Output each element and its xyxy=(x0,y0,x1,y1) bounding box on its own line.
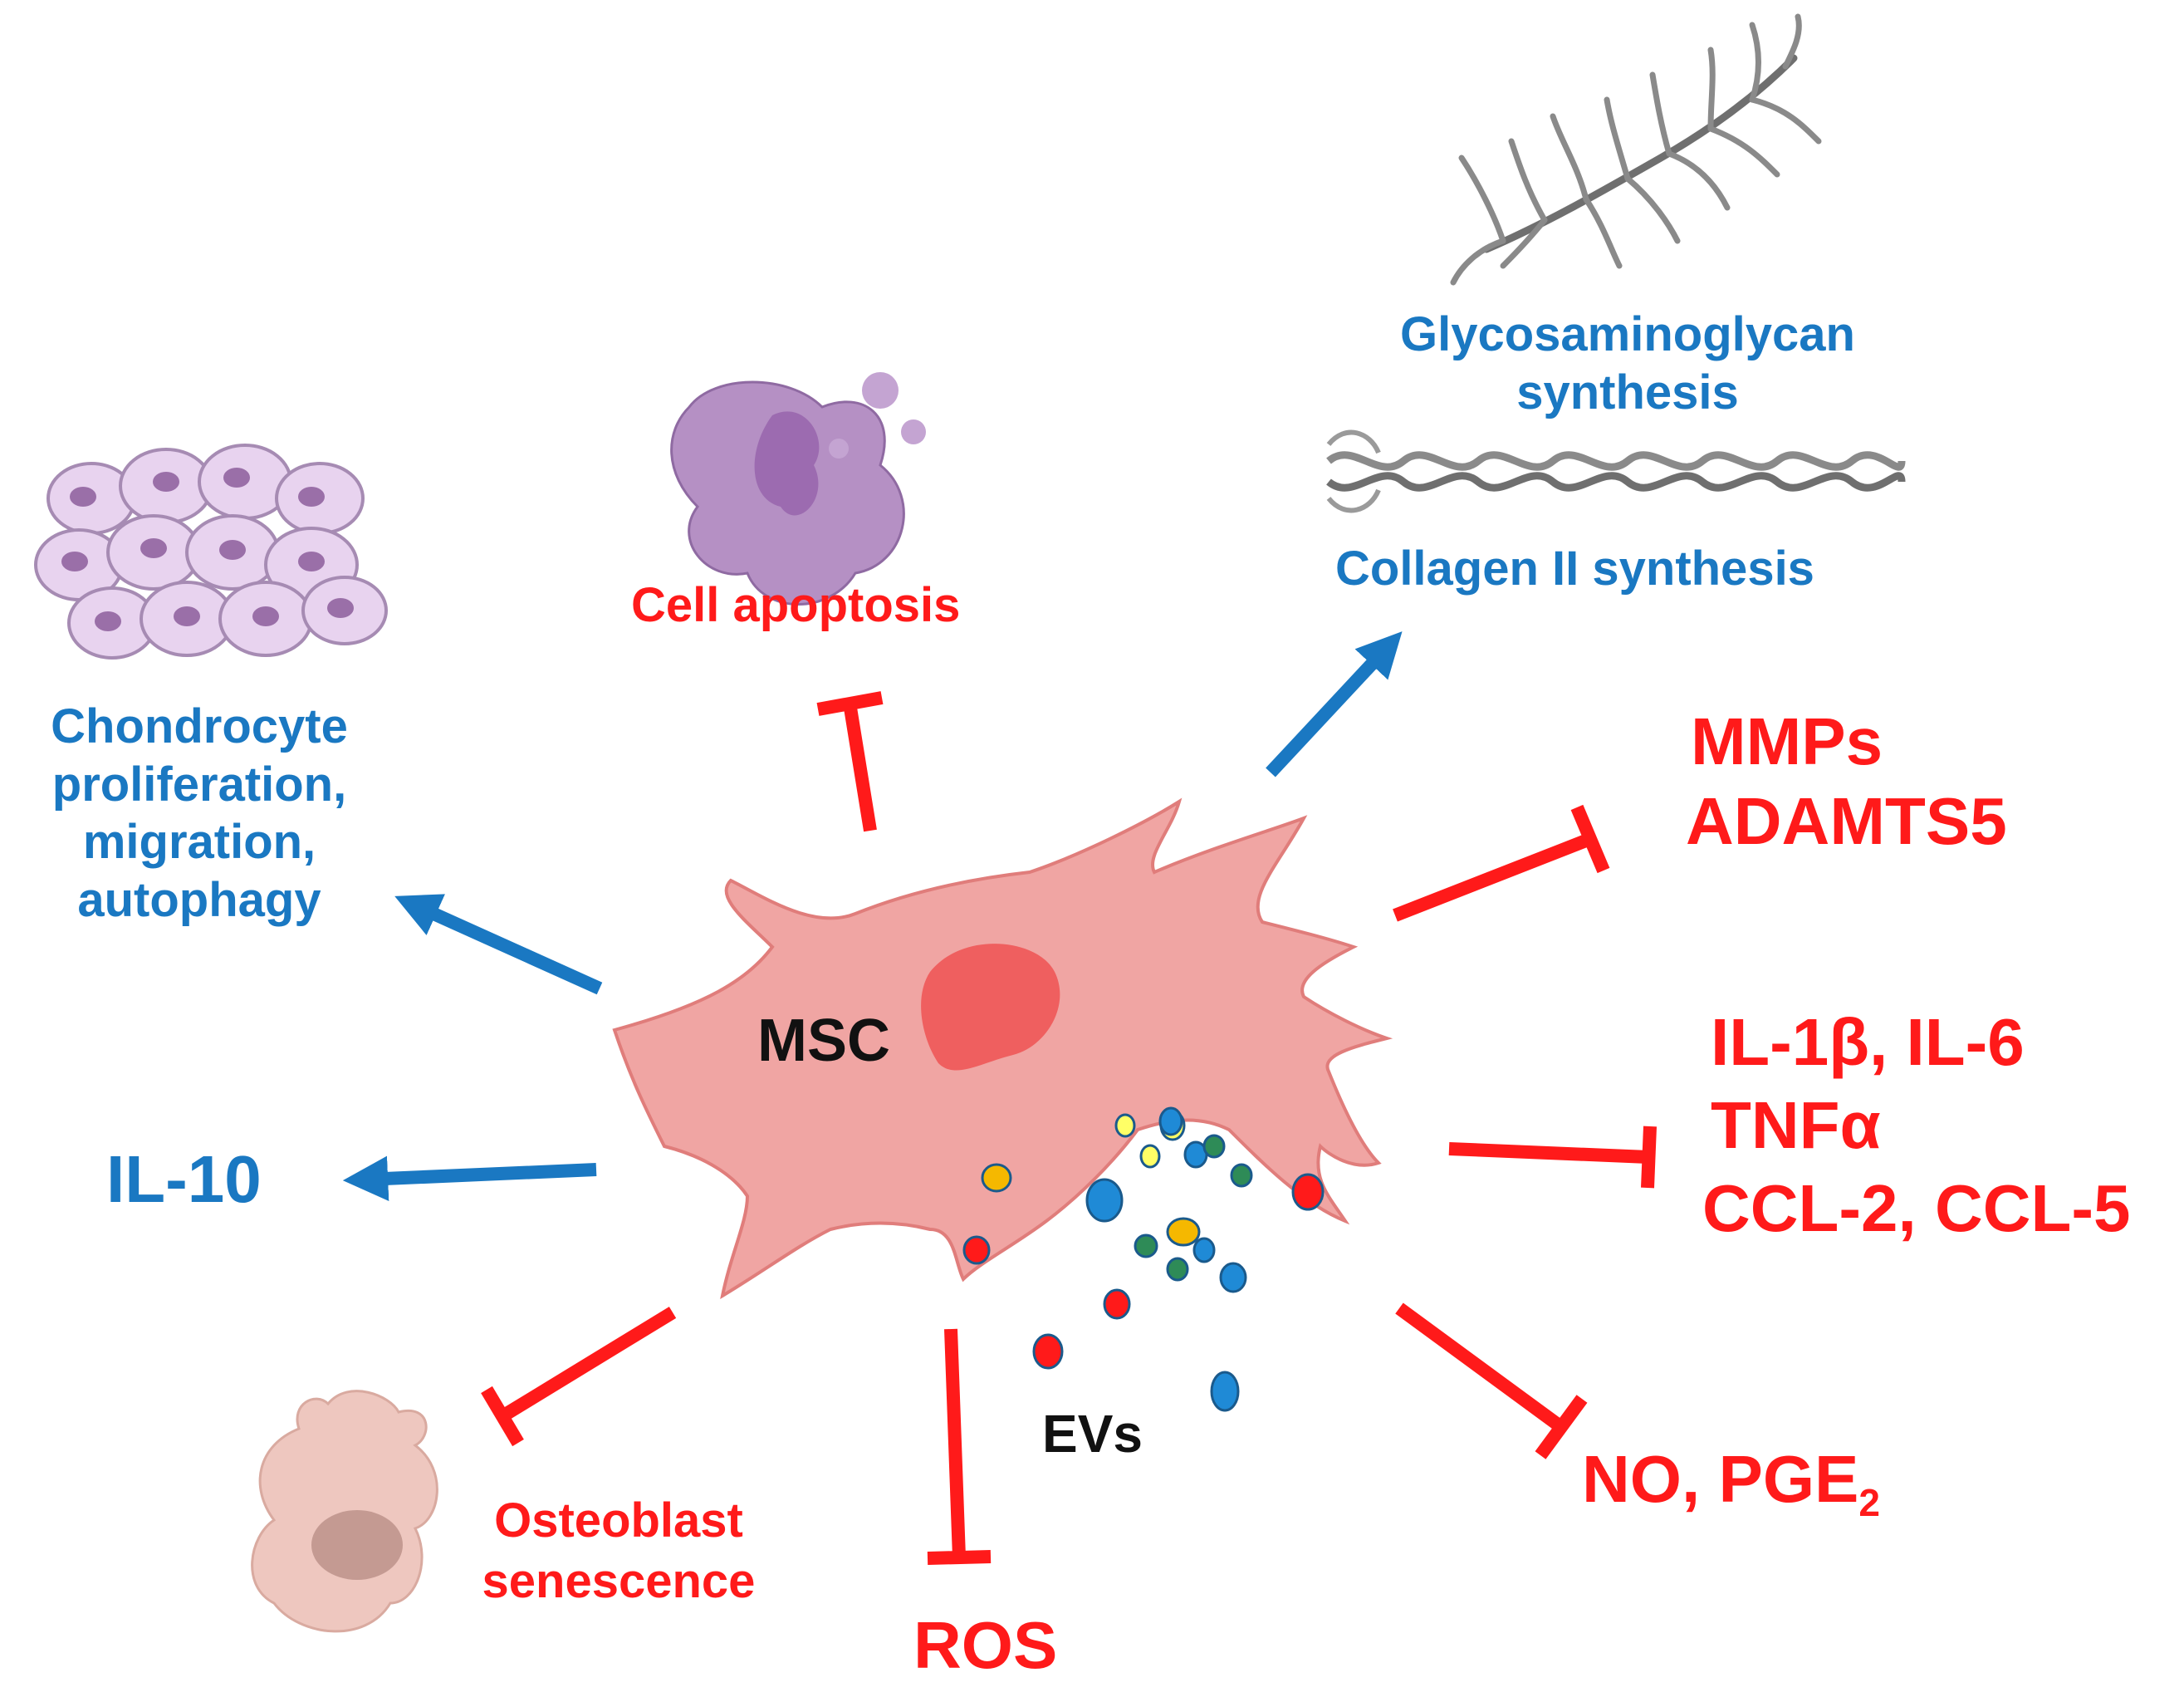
chondrocyte-effect-label: Chondrocyte proliferation, migration, au… xyxy=(0,698,399,929)
evs-label: EVs xyxy=(1042,1404,1143,1464)
no-pge-label: NO, PGE2 xyxy=(1582,1441,1880,1525)
chondrocyte-cluster-icon xyxy=(34,444,388,660)
inhibit-lines xyxy=(481,691,1657,1565)
mmps-label: MMPs ADAMTS5 xyxy=(1686,702,2007,861)
il10-label: IL-10 xyxy=(106,1142,262,1216)
evs-vesicles-icon xyxy=(962,1106,1325,1412)
gag-line-1: Glycosaminoglycan xyxy=(1400,307,1855,361)
inhibit-apoptosis xyxy=(816,691,884,832)
osteoblast-label: Osteoblast senescence xyxy=(453,1491,785,1611)
cytokines-line-3: CCL-2, CCL-5 xyxy=(1702,1171,2131,1245)
arrow-to-matrix-synthesis xyxy=(1266,631,1403,777)
mmps-line-1: MMPs xyxy=(1691,704,1883,778)
msc-label: MSC xyxy=(757,1008,890,1074)
cytokines-line-2: TNFα xyxy=(1711,1088,1881,1162)
inhibit-no-pge xyxy=(1395,1302,1588,1459)
promote-arrows xyxy=(342,631,1403,1202)
chondrocyte-line-4: autophagy xyxy=(77,872,321,927)
mmps-line-2: ADAMTS5 xyxy=(1686,784,2007,858)
ros-label: ROS xyxy=(913,1608,1058,1682)
gag-label: Glycosaminoglycan synthesis xyxy=(1329,306,1927,421)
inhibit-ros xyxy=(927,1328,992,1565)
osteoblast-line-2: senescence xyxy=(482,1553,756,1608)
gag-line-2: synthesis xyxy=(1516,365,1739,419)
osteoblast-icon xyxy=(251,1390,438,1633)
collagen-label: Collagen II synthesis xyxy=(1335,542,1814,596)
apoptotic-cell-icon xyxy=(670,372,926,606)
glycosaminoglycan-icon xyxy=(1450,13,1822,286)
cytokines-label: IL-1β, IL-6 TNFα CCL-2, CCL-5 xyxy=(1702,1001,2131,1250)
cytokines-line-1: IL-1β, IL-6 xyxy=(1711,1005,2025,1079)
arrow-to-il10 xyxy=(342,1155,597,1202)
chondrocyte-line-3: migration, xyxy=(82,815,316,870)
inhibit-mmps xyxy=(1393,804,1610,922)
inhibit-cytokines xyxy=(1448,1126,1657,1189)
chondrocyte-line-1: Chondrocyte xyxy=(51,699,348,753)
osteoblast-line-1: Osteoblast xyxy=(494,1493,743,1547)
msc-cell xyxy=(612,797,1393,1300)
no-pge-subscript: 2 xyxy=(1858,1481,1880,1524)
arrow-to-chondrocyte xyxy=(394,894,603,995)
chondrocyte-line-2: proliferation, xyxy=(51,757,347,812)
inhibit-osteoblast xyxy=(481,1307,677,1447)
no-pge-text: NO, PGE xyxy=(1582,1442,1859,1516)
apoptosis-label: Cell apoptosis xyxy=(631,578,961,632)
collagen-helix-icon xyxy=(1326,429,1906,513)
